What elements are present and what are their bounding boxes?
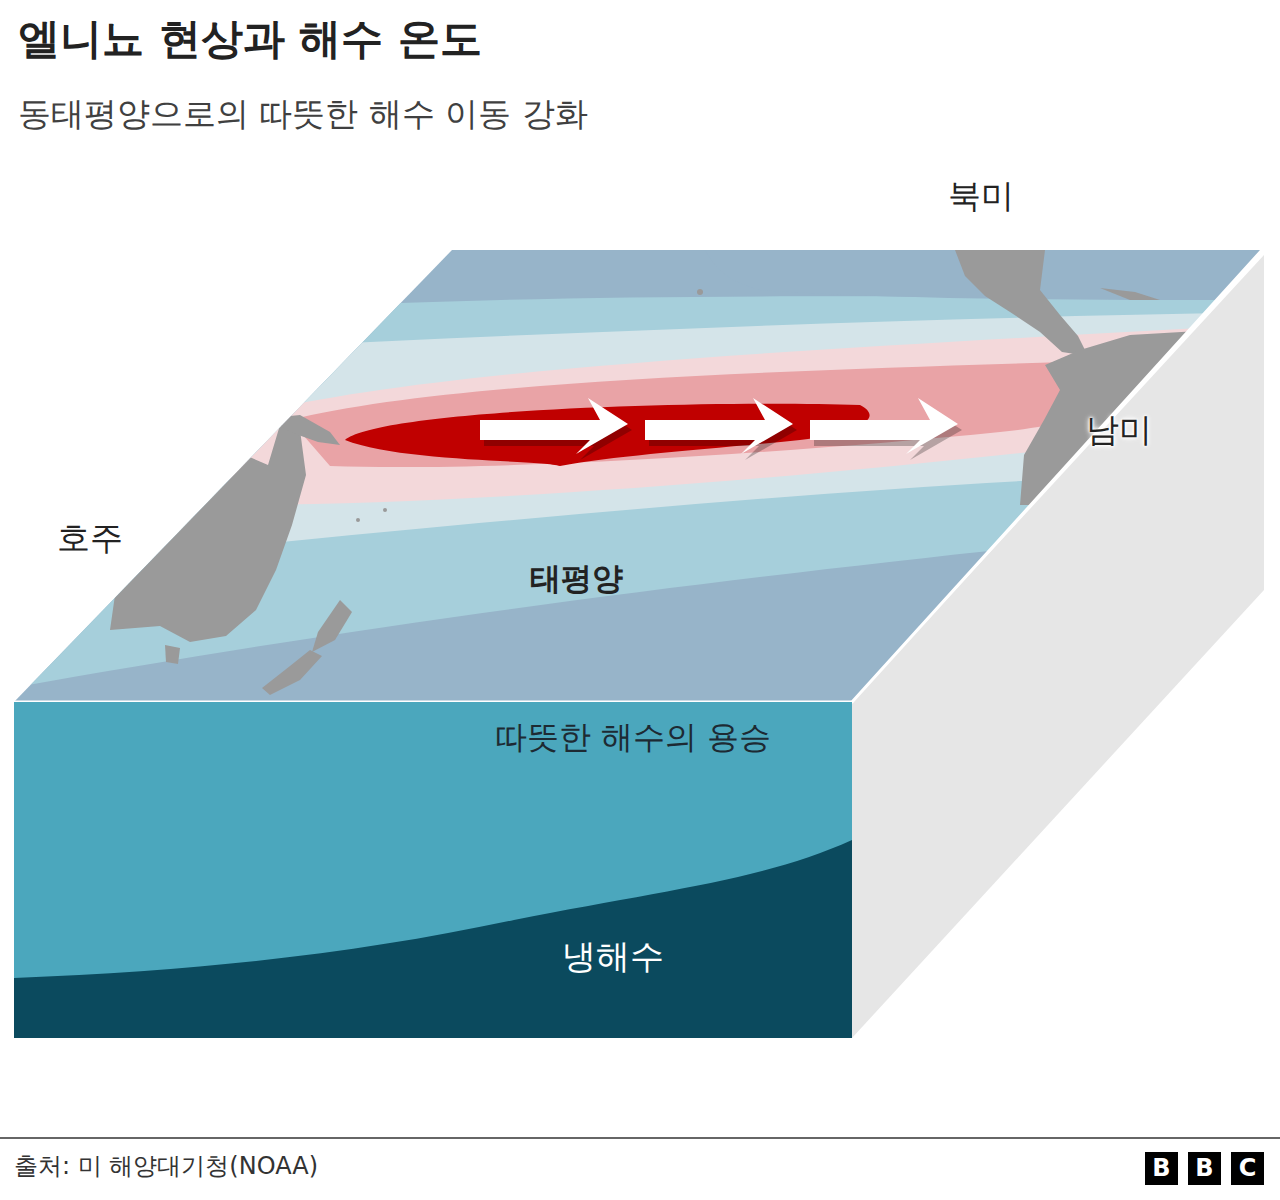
- region-label: 남미: [1086, 410, 1152, 450]
- footer-rule: [0, 1137, 1280, 1139]
- region-label: 북미: [948, 176, 1014, 216]
- logo-letter: C: [1231, 1152, 1264, 1185]
- logo-letter: B: [1188, 1152, 1221, 1185]
- sea-temperature-map: [0, 240, 1280, 710]
- region-label: 호주: [57, 518, 123, 558]
- chart-title: 엘니뇨 현상과 해수 온도: [18, 14, 482, 64]
- warm-current-arrows: [480, 398, 962, 460]
- band-fill: [14, 840, 852, 1038]
- ocean-label: 태평양: [530, 560, 623, 597]
- band-label: 따뜻한 해수의 용승: [495, 718, 771, 756]
- band-fill: [14, 702, 852, 1038]
- logo-letter: B: [1145, 1152, 1178, 1185]
- chart-subtitle: 동태평양으로의 따뜻한 해수 이동 강화: [18, 94, 588, 134]
- source-note: 출처: 미 해양대기청(NOAA): [14, 1152, 318, 1181]
- band-shape: [14, 840, 852, 1038]
- cold-water-band: 냉해수: [14, 840, 852, 1038]
- block-edge: [14, 250, 1262, 702]
- band-label: 냉해수: [562, 936, 664, 977]
